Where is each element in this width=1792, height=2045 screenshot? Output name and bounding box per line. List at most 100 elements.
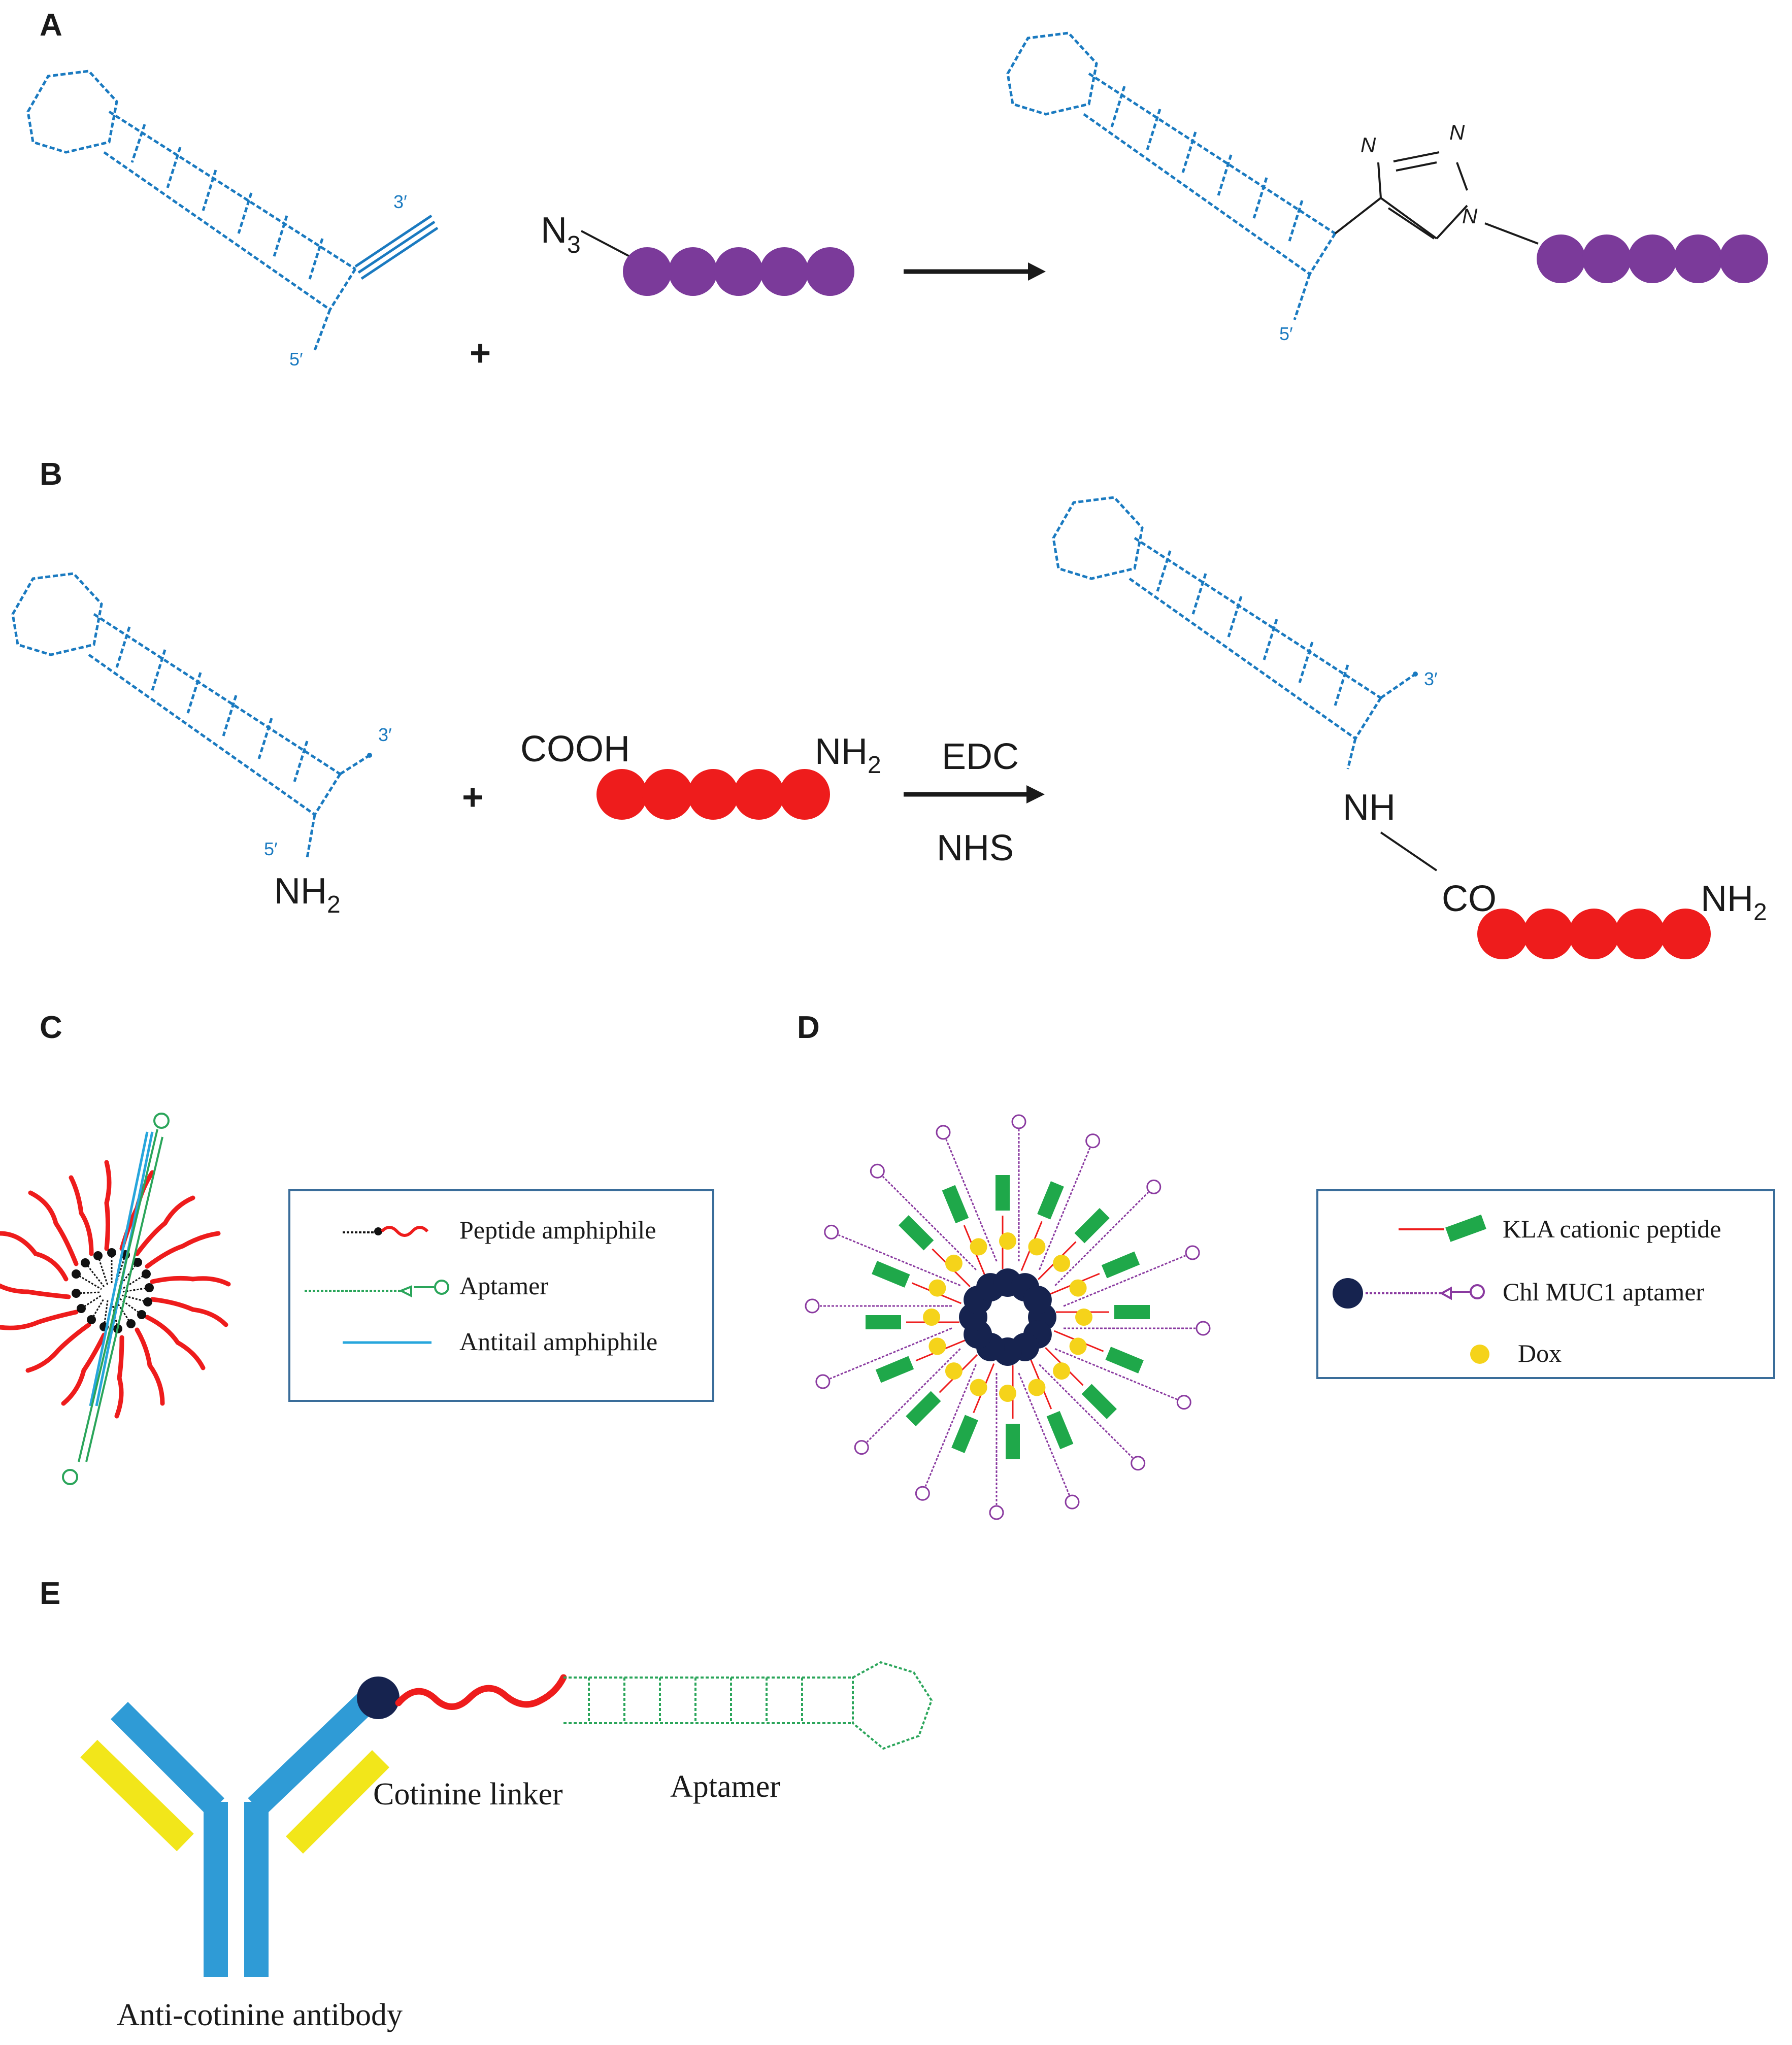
dox-molecule [1053,1254,1071,1272]
dox-molecule [1069,1279,1087,1297]
muc1-aptamer-strand [1063,1255,1186,1307]
hairpin-aptamer-b-reactant [11,572,369,858]
panel-c: C [0,1010,714,1485]
aptamer-loop [1185,1245,1200,1260]
reactant-peptide-chain-b [596,769,830,820]
cotinine-linker-label: Cotinine linker [373,1777,563,1812]
micelle-spokes [805,1114,1211,1520]
plus-sign-a: + [470,333,491,374]
reagent-edc: EDC [942,736,1019,777]
amide-bond [1380,831,1438,871]
aptamer-loop [989,1505,1004,1520]
panel-e: E Cotinine linker Aptamer Anti-cotinine … [40,1576,933,2032]
aptamer-loop [1196,1321,1211,1336]
peptide-amphiphile-micelle [0,1160,231,1419]
micelle-core [959,1268,1056,1366]
aptamer-loop [1065,1494,1080,1510]
aptamer-hairpin-e [563,1661,933,1750]
panel-c-letter: C [40,1010,62,1045]
panel-d-letter: D [797,1010,820,1045]
dox-molecule [945,1254,963,1272]
product-peptide-chain-b [1477,909,1711,959]
peptide-amine-b: NH2 [815,731,881,779]
dox-molecule [1028,1379,1046,1396]
aptamer-loop [915,1486,930,1501]
aptamer-loop [1146,1179,1162,1194]
label-3prime-b-product: 3′ [1424,668,1438,689]
panel-b: B 3′ 5′ NH2 + COOH NH2 E [11,457,1767,959]
panel-b-letter: B [40,457,62,492]
dox-molecule [928,1279,946,1297]
legend-label-d-1: Chl MUC1 aptamer [1503,1278,1705,1306]
aptamer-loop [824,1224,839,1239]
muc1-aptamer-strand [866,1348,961,1443]
product-peptide-chain-a [1537,234,1768,283]
legend-label-c-2: Antitail amphiphile [459,1327,657,1356]
triazole-n1: N [1360,133,1376,157]
aptamer-loop [1176,1395,1191,1410]
legend-label-d-2: Dox [1518,1339,1562,1367]
muc1-aptamer-strand [1054,1348,1177,1400]
dox-molecule [999,1232,1016,1250]
aptamer-loop [805,1298,820,1314]
legend-label-d-0: KLA cationic peptide [1503,1215,1721,1243]
strand-end-dot-b-product [1413,672,1418,677]
legend-symbol-kla [1399,1214,1486,1242]
aptamer-label-e: Aptamer [670,1769,780,1804]
dox-molecule [1028,1238,1046,1256]
label-5prime-b: 5′ [264,839,278,859]
legend-symbol-dox [1470,1345,1489,1364]
kla-peptide [1074,1208,1110,1244]
plus-sign-b: + [462,777,483,818]
reaction-arrow-b [904,785,1045,803]
dox-molecule [1075,1309,1092,1326]
muc1-aptamer-strand [1018,1372,1070,1495]
legend-box-d [1316,1189,1775,1379]
aptamer-loop [854,1440,869,1455]
reaction-arrow-a [904,262,1046,281]
legend-label-c-1: Aptamer [459,1271,548,1300]
strand-end-dot-b [367,753,372,758]
muc1-aptamer-strand [838,1234,961,1286]
kla-peptide [1006,1424,1020,1459]
core-bead [1023,1286,1052,1314]
label-3prime-a: 3′ [393,191,407,212]
aptamer-loop [1011,1114,1026,1129]
dox-molecule [928,1337,946,1355]
kla-peptide [875,1356,914,1383]
cotinine-linker-chain [395,1674,567,1710]
muc1-aptamer-strand [1039,1364,1134,1459]
label-5prime-a: 5′ [289,349,303,370]
dox-molecule [970,1379,987,1396]
hairpin-aptamer-a-reactant [26,70,357,351]
panel-d: D KLA cationic peptide Chl MUC1 aptamer … [797,1010,1775,1520]
kla-peptide [942,1185,969,1224]
antibody-y [80,1689,389,1977]
kla-peptide [906,1391,941,1426]
dox-molecule [999,1385,1016,1402]
kla-peptide [872,1261,910,1288]
aptamer-loop [815,1374,831,1389]
kla-peptide [995,1175,1010,1211]
reagent-nhs: NHS [937,828,1014,868]
label-3prime-b: 3′ [378,724,392,745]
muc1-aptamer-strand [945,1139,998,1262]
aptamer-loop [870,1163,885,1179]
legend-symbol-aptamer [305,1280,449,1298]
antibody-label: Anti-cotinine antibody [117,1998,403,2032]
azide-bond [581,230,630,257]
alkyne-group [354,214,439,280]
legend-symbol-muc1-aptamer [1333,1278,1485,1309]
kla-peptide [1046,1411,1074,1450]
legend-symbol-peptide-amphiphile [343,1226,429,1237]
dox-molecule [945,1362,963,1380]
kla-peptide [951,1415,978,1453]
aptamer-loop [936,1125,951,1140]
cooh-label: COOH [520,729,630,769]
kla-peptide [899,1215,934,1251]
panel-a-letter: A [40,8,62,43]
product-co-label: CO [1442,879,1497,919]
muc1-aptamer-strand [1039,1148,1091,1270]
dox-molecule [970,1238,987,1256]
